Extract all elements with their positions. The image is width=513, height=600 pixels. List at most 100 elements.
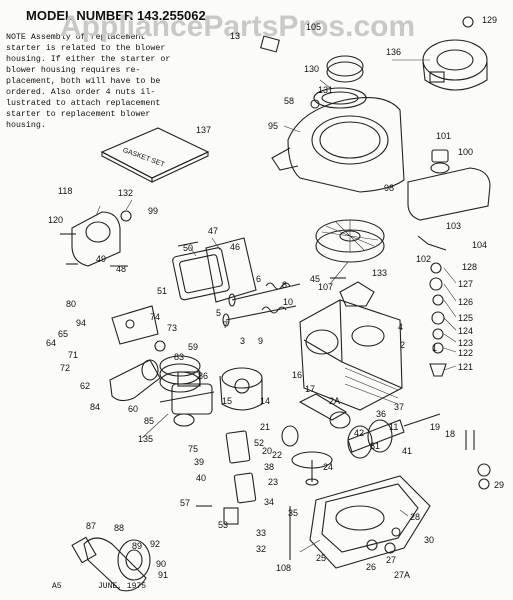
callout: 64 xyxy=(46,338,56,348)
callout: 101 xyxy=(436,131,451,141)
callout: 19 xyxy=(430,422,440,432)
callout: 88 xyxy=(114,523,124,533)
callout: 128 xyxy=(462,262,477,272)
valves xyxy=(222,282,301,327)
callout: 6 xyxy=(256,274,261,284)
flywheel xyxy=(315,219,385,263)
callout: 122 xyxy=(458,348,473,358)
callout: 34 xyxy=(264,497,274,507)
callout: 108 xyxy=(276,563,291,573)
gasket-set-envelope: GASKET SET xyxy=(100,127,210,183)
cylinder-head xyxy=(172,247,230,301)
callout: 59 xyxy=(188,342,198,352)
callout: 130 xyxy=(304,64,319,74)
note-line: NOTE Assembly of replacement xyxy=(6,33,146,42)
note-line: starter is related to the blower xyxy=(6,44,166,53)
watermark-text: AppliancePartsPros.com xyxy=(60,10,415,43)
callout: 65 xyxy=(58,329,68,339)
callout: 57 xyxy=(180,498,190,508)
callout: 72 xyxy=(60,363,70,373)
callout: 107 xyxy=(318,282,333,292)
callout: 2 xyxy=(400,340,405,350)
starter-pulley xyxy=(260,35,367,109)
callout: 121 xyxy=(458,362,473,372)
muffler xyxy=(71,536,151,592)
model-number-heading: MODEL NUMBER 143.255062 xyxy=(26,8,206,23)
callout: 32 xyxy=(256,544,266,554)
callout: 1 xyxy=(432,343,437,353)
callout: 131 xyxy=(318,85,333,95)
callout: 102 xyxy=(416,254,431,264)
callout: 62 xyxy=(80,381,90,391)
callout: 52 xyxy=(254,438,264,448)
starter-assembly xyxy=(422,39,488,91)
connecting-rod xyxy=(298,393,351,429)
control-bracket xyxy=(111,305,159,345)
head-gasket xyxy=(205,237,257,303)
callout: 92 xyxy=(150,539,160,549)
callout: 129 xyxy=(482,15,497,25)
callout: 17 xyxy=(305,384,315,394)
model-number-value: 143.255062 xyxy=(137,8,206,23)
note-line: blower housing requires re- xyxy=(6,66,141,75)
callout: 80 xyxy=(66,299,76,309)
callout: 21 xyxy=(260,422,270,432)
callout: 98 xyxy=(384,183,394,193)
callout: 27 xyxy=(386,555,396,565)
callout: 51 xyxy=(157,286,167,296)
callout: 28 xyxy=(410,512,420,522)
callout: 127 xyxy=(458,279,473,289)
blower-housing xyxy=(271,97,405,193)
callout: 73 xyxy=(167,323,177,333)
fasteners xyxy=(60,16,491,554)
note-line: housing. If either the starter or xyxy=(6,55,171,64)
callout: 39 xyxy=(194,457,204,467)
callout: 105 xyxy=(306,22,321,32)
callout: 124 xyxy=(458,326,473,336)
callout: 35 xyxy=(288,508,298,518)
crankshaft xyxy=(347,413,441,459)
callout: 25 xyxy=(316,553,326,563)
callout: 30 xyxy=(424,535,434,545)
callout: 37 xyxy=(394,402,404,412)
callout: 15 xyxy=(222,396,232,406)
callout: 104 xyxy=(472,240,487,250)
callout: 3 xyxy=(240,336,245,346)
note-line: ordered. Also order 4 nuts il- xyxy=(6,88,156,97)
callout: 81 xyxy=(370,441,380,451)
fuel-line xyxy=(417,235,447,251)
breather-assembly xyxy=(223,430,291,560)
callout: 36 xyxy=(376,409,386,419)
callout: 40 xyxy=(196,473,206,483)
callout: 33 xyxy=(256,528,266,538)
callout: 16 xyxy=(292,370,302,380)
callout: 71 xyxy=(68,350,78,360)
leader-lines xyxy=(95,59,457,553)
callout: 74 xyxy=(150,312,160,322)
callout: 45 xyxy=(310,274,320,284)
callout: 84 xyxy=(90,402,100,412)
engine-base xyxy=(309,475,431,569)
assembly-note: NOTE Assembly of replacement starter is … xyxy=(6,32,206,131)
note-line: starter to replacement blower xyxy=(6,110,151,119)
callout: 14 xyxy=(260,396,270,406)
note-line: lustrated to attach replacement xyxy=(6,99,161,108)
callout: 49 xyxy=(96,254,106,264)
callout: 38 xyxy=(264,462,274,472)
callout: 118 xyxy=(58,186,72,196)
callout: 50 xyxy=(183,243,193,253)
callout: 26 xyxy=(366,562,376,572)
callout: 20 xyxy=(262,446,272,456)
callout: 48 xyxy=(116,264,126,274)
callout: 5 xyxy=(216,308,221,318)
callout: 120 xyxy=(48,215,63,225)
air-cleaner xyxy=(71,211,121,267)
callout: 132 xyxy=(118,188,133,198)
callout: 11 xyxy=(389,422,398,432)
callout: 23 xyxy=(268,477,278,487)
callout: 137 xyxy=(196,125,211,135)
note-line: housing. xyxy=(6,121,46,130)
callout: 58 xyxy=(284,96,294,106)
